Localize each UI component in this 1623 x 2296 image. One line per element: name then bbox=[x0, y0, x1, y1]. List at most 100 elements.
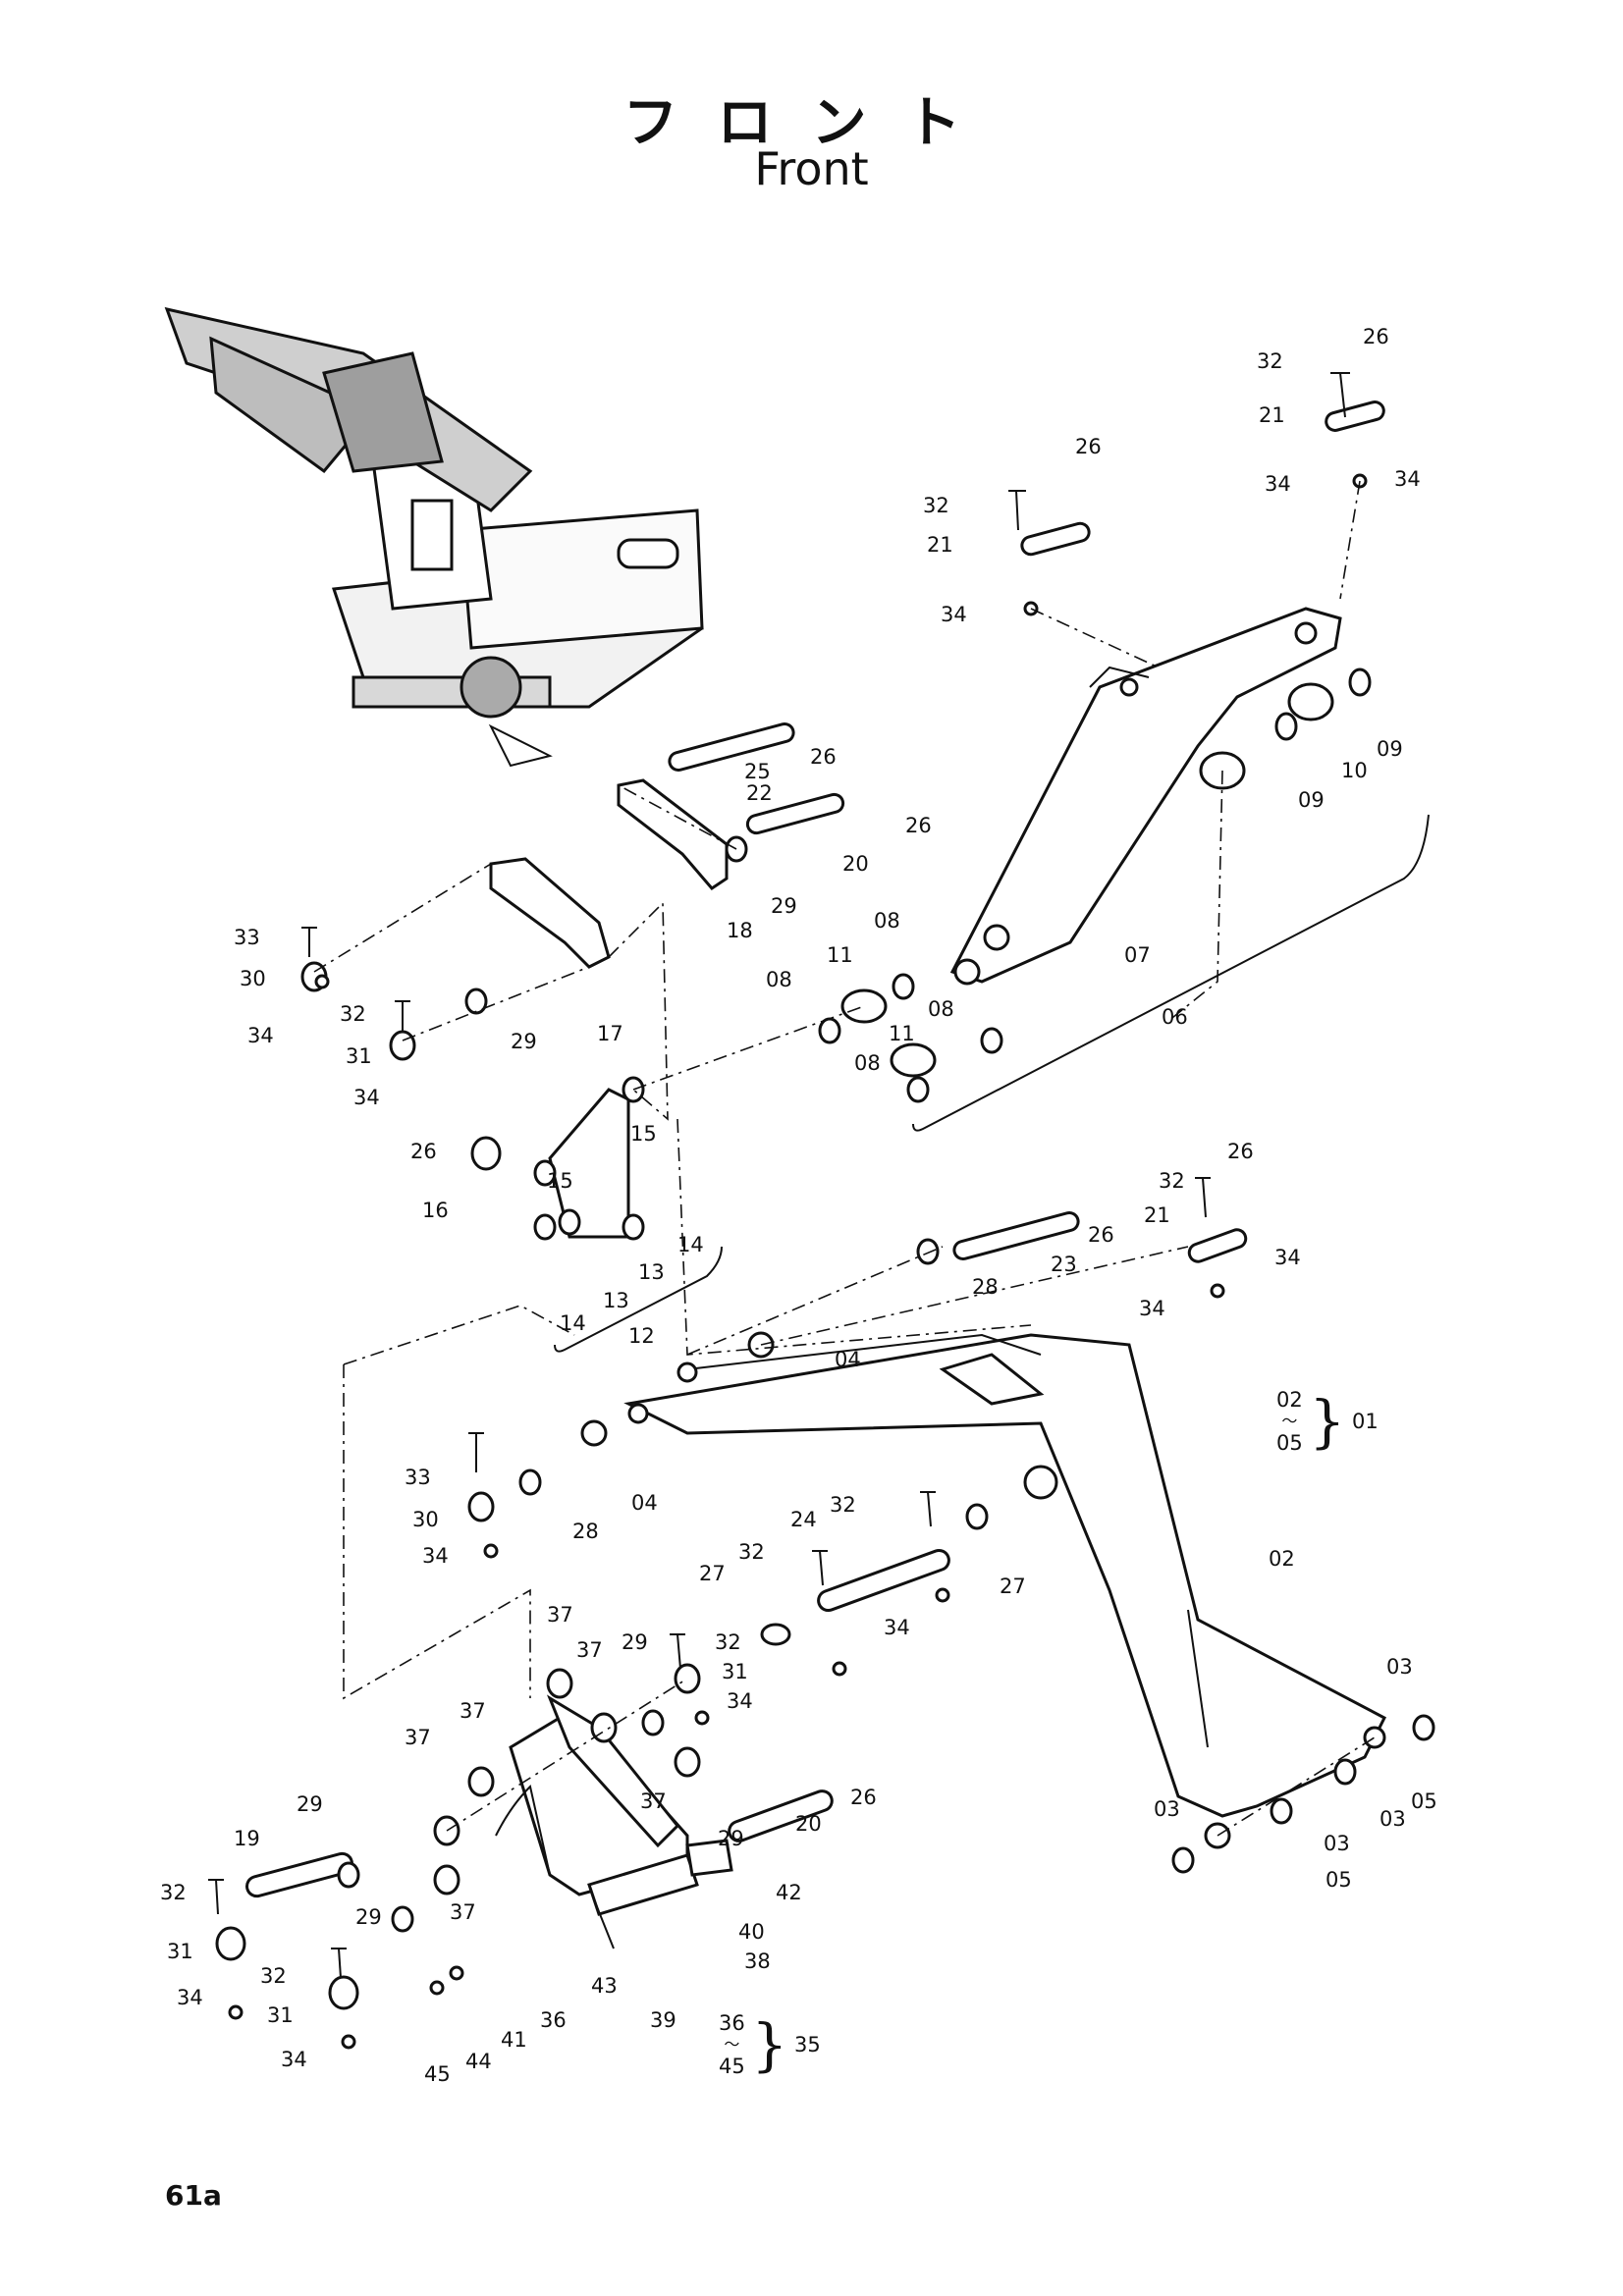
excavator-illustration bbox=[164, 306, 704, 768]
callout-26-g: 26 bbox=[1088, 1223, 1114, 1247]
callout-27-b: 27 bbox=[1000, 1575, 1026, 1598]
callout-26-h: 26 bbox=[850, 1786, 877, 1809]
callout-42: 42 bbox=[776, 1881, 802, 1904]
callout-05-a: 05 bbox=[1411, 1789, 1437, 1813]
callout-26-f: 26 bbox=[1227, 1140, 1254, 1163]
callout-24: 24 bbox=[790, 1508, 817, 1531]
callout-03-b: 03 bbox=[1380, 1807, 1406, 1831]
callout-08-b: 08 bbox=[766, 968, 792, 991]
group-brackets bbox=[554, 814, 1430, 1353]
bolts-and-nuts bbox=[208, 372, 1368, 2050]
callout-34-d: 34 bbox=[247, 1024, 274, 1047]
callout-37-b: 37 bbox=[576, 1638, 603, 1662]
callout-29-c: 29 bbox=[622, 1630, 648, 1654]
callout-15-a: 15 bbox=[630, 1122, 657, 1146]
callout-10: 10 bbox=[1341, 759, 1368, 782]
callout-37-c: 37 bbox=[460, 1699, 486, 1723]
callout-32-a: 32 bbox=[1257, 349, 1283, 373]
callout-21-c: 21 bbox=[1144, 1203, 1170, 1227]
callout-29-e: 29 bbox=[297, 1792, 323, 1816]
callout-13-b: 13 bbox=[603, 1289, 629, 1312]
callout-32-h: 32 bbox=[160, 1881, 187, 1904]
callout-28-b: 28 bbox=[572, 1520, 599, 1543]
callout-38: 38 bbox=[744, 1949, 771, 1973]
group-35-from: 36 bbox=[719, 2011, 745, 2035]
callout-41: 41 bbox=[501, 2028, 527, 2052]
callout-25: 25 bbox=[744, 760, 771, 783]
callout-32-e: 32 bbox=[830, 1493, 856, 1517]
callout-34-a: 34 bbox=[1265, 472, 1291, 496]
assembly-lines bbox=[313, 480, 1376, 1837]
page-title-english: Front bbox=[754, 142, 869, 195]
callout-28-a: 28 bbox=[972, 1275, 999, 1299]
callout-39: 39 bbox=[650, 2008, 676, 2032]
callout-32-i: 32 bbox=[260, 1964, 287, 1988]
callout-22: 22 bbox=[746, 781, 773, 805]
group-01-parent: 01 bbox=[1352, 1410, 1379, 1433]
callout-29-b: 29 bbox=[511, 1030, 537, 1053]
callout-31-c: 31 bbox=[167, 1940, 193, 1963]
callout-32-f: 32 bbox=[738, 1540, 765, 1564]
callout-37-f: 37 bbox=[450, 1900, 476, 1924]
callout-29-a: 29 bbox=[771, 894, 797, 918]
callout-03-a: 03 bbox=[1386, 1655, 1413, 1679]
callout-14-a: 14 bbox=[677, 1233, 704, 1256]
group-35-to: 45 bbox=[719, 2055, 745, 2078]
callout-26-c: 26 bbox=[810, 745, 837, 769]
callout-09-b: 09 bbox=[1298, 788, 1325, 812]
callout-21-a: 21 bbox=[1259, 403, 1285, 427]
callout-06: 06 bbox=[1162, 1005, 1188, 1029]
callout-05-b: 05 bbox=[1325, 1868, 1352, 1892]
callout-04-b: 04 bbox=[631, 1491, 658, 1515]
page-title-japanese: フロント bbox=[622, 91, 1001, 155]
callout-18: 18 bbox=[727, 919, 753, 942]
callout-34-g: 34 bbox=[1139, 1297, 1165, 1320]
group-35-brace: } bbox=[751, 2011, 788, 2078]
callout-26-b: 26 bbox=[1075, 435, 1102, 458]
callout-17: 17 bbox=[597, 1022, 623, 1045]
boom-02 bbox=[623, 1333, 1386, 1849]
callout-27-a: 27 bbox=[699, 1562, 726, 1585]
callout-07: 07 bbox=[1124, 943, 1151, 967]
callout-43: 43 bbox=[591, 1974, 618, 1998]
callout-21-b: 21 bbox=[927, 533, 953, 557]
pins-and-bushings bbox=[215, 400, 1435, 2010]
links bbox=[489, 778, 729, 1239]
callout-26-e: 26 bbox=[410, 1140, 437, 1163]
callout-08-a: 08 bbox=[874, 909, 900, 933]
assembly-group-35: 36 〜 45 } 35 bbox=[719, 2012, 821, 2077]
arm-07 bbox=[949, 607, 1342, 986]
callout-08-d: 08 bbox=[854, 1051, 881, 1075]
callout-32-g: 32 bbox=[715, 1630, 741, 1654]
callout-30-a: 30 bbox=[240, 967, 266, 990]
callout-34-h: 34 bbox=[422, 1544, 449, 1568]
callout-36: 36 bbox=[540, 2008, 567, 2032]
callout-33-b: 33 bbox=[405, 1466, 431, 1489]
group-01-from: 02 bbox=[1276, 1388, 1303, 1412]
callout-31-a: 31 bbox=[346, 1044, 372, 1068]
link-17 bbox=[489, 857, 611, 969]
link-18 bbox=[617, 778, 729, 890]
group-01-to: 05 bbox=[1276, 1431, 1303, 1455]
callout-34-l: 34 bbox=[281, 2048, 307, 2071]
callout-44: 44 bbox=[465, 2050, 492, 2073]
callout-14-b: 14 bbox=[560, 1311, 586, 1335]
callout-45: 45 bbox=[424, 2062, 451, 2086]
callout-20-b: 20 bbox=[795, 1812, 822, 1836]
callout-34-i: 34 bbox=[884, 1616, 910, 1639]
callout-31-b: 31 bbox=[722, 1660, 748, 1683]
callout-26-d: 26 bbox=[905, 814, 932, 837]
callout-40: 40 bbox=[738, 1920, 765, 1944]
group-01-tilde: 〜 bbox=[1281, 1412, 1298, 1430]
callout-33-a: 33 bbox=[234, 926, 260, 949]
callout-04-a: 04 bbox=[835, 1348, 861, 1371]
callout-23: 23 bbox=[1051, 1253, 1077, 1276]
callout-29-f: 29 bbox=[355, 1905, 382, 1929]
callout-11-b: 11 bbox=[889, 1022, 915, 1045]
callout-19: 19 bbox=[234, 1827, 260, 1850]
callout-13-a: 13 bbox=[638, 1260, 665, 1284]
callout-37-a: 37 bbox=[547, 1603, 573, 1627]
